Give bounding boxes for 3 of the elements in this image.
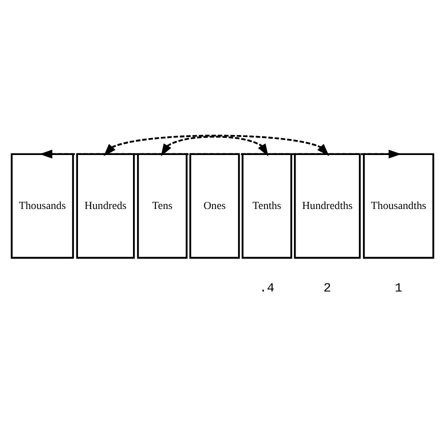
- label: .4: [259, 280, 274, 296]
- label: 1: [394, 280, 402, 296]
- label: 2: [324, 280, 332, 296]
